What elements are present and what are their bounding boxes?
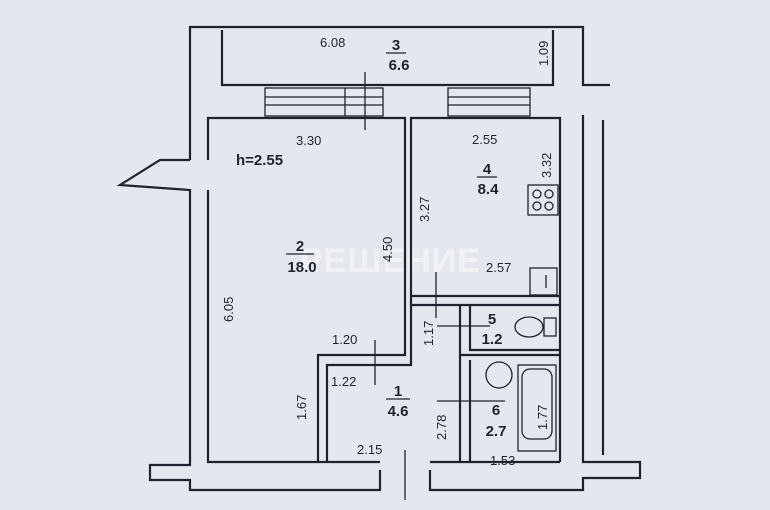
svg-text:1.20: 1.20 (332, 332, 357, 347)
svg-text:3: 3 (392, 37, 400, 54)
svg-text:1.53: 1.53 (490, 453, 515, 468)
svg-text:2.57: 2.57 (486, 260, 511, 275)
svg-text:3.30: 3.30 (296, 133, 321, 148)
svg-text:5: 5 (488, 311, 496, 328)
toilet-icon (514, 316, 557, 338)
room-6-label: 6 2.7 (486, 402, 507, 440)
walls (116, 25, 642, 500)
svg-text:6.6: 6.6 (389, 57, 410, 74)
svg-text:1: 1 (394, 383, 402, 400)
ceiling-height: h=2.55 (236, 152, 283, 169)
sink-icon (529, 267, 558, 296)
svg-text:1.17: 1.17 (421, 321, 436, 346)
svg-text:2.7: 2.7 (486, 423, 507, 440)
svg-text:1.67: 1.67 (294, 395, 309, 420)
room-5-label: 5 1.2 (482, 311, 503, 348)
room-2-label: 2 18.0 (286, 238, 317, 276)
svg-text:1.09: 1.09 (536, 41, 551, 66)
svg-text:1.2: 1.2 (482, 331, 503, 348)
svg-text:6.05: 6.05 (221, 297, 236, 322)
svg-text:2.78: 2.78 (434, 415, 449, 440)
washbasin-icon (485, 361, 513, 389)
svg-text:4.50: 4.50 (380, 237, 395, 262)
dimensions: 6.08 1.09 3.30 6.05 4.50 2.55 3.32 3.27 … (221, 35, 554, 468)
svg-text:4.6: 4.6 (388, 403, 409, 420)
watermark: РЕШЕНИЕ (300, 242, 481, 280)
svg-text:6.08: 6.08 (320, 35, 345, 50)
svg-text:1.22: 1.22 (331, 374, 356, 389)
svg-text:8.4: 8.4 (478, 181, 500, 198)
svg-text:2.55: 2.55 (472, 132, 497, 147)
svg-text:6: 6 (492, 402, 500, 419)
svg-text:2.15: 2.15 (357, 442, 382, 457)
bathtub-icon (517, 364, 557, 452)
room-3-label: 3 6.6 (386, 37, 409, 74)
room-1-label: 1 4.6 (386, 383, 410, 420)
svg-text:1.77: 1.77 (535, 405, 550, 430)
svg-text:18.0: 18.0 (287, 259, 316, 276)
svg-text:3.32: 3.32 (539, 153, 554, 178)
stove-icon (527, 184, 559, 216)
svg-text:2: 2 (296, 238, 304, 255)
svg-text:4: 4 (483, 161, 492, 178)
room-4-label: 4 8.4 (477, 161, 499, 198)
svg-text:3.27: 3.27 (417, 197, 432, 222)
